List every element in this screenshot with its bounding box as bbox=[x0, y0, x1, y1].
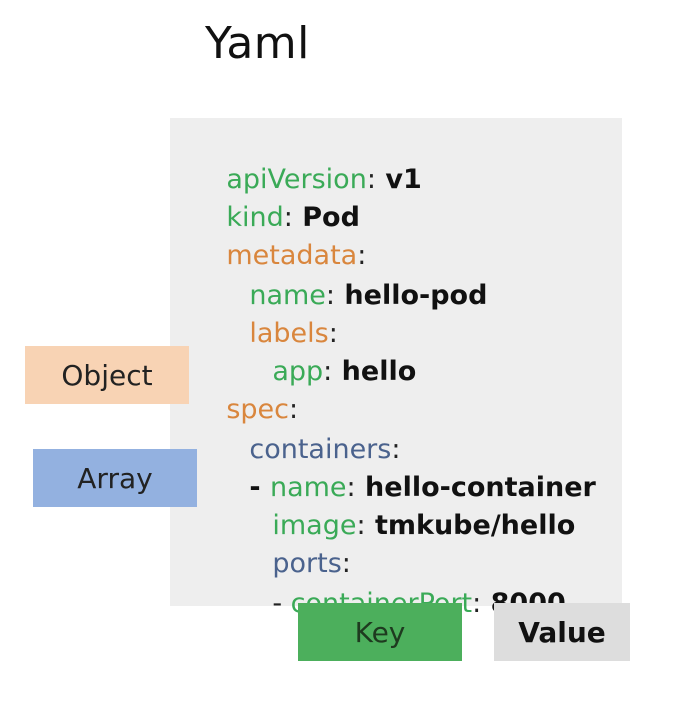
yaml-line-app: app: hello bbox=[238, 324, 416, 420]
yaml-value: v1 bbox=[375, 164, 422, 195]
yaml-colon: : bbox=[357, 240, 367, 271]
yaml-key: name bbox=[269, 472, 347, 503]
yaml-colon: : bbox=[391, 434, 401, 465]
yaml-colon: : bbox=[346, 472, 356, 503]
yaml-object-key: metadata bbox=[226, 240, 358, 271]
yaml-key: kind bbox=[226, 202, 284, 233]
yaml-line-kind: kind: Pod bbox=[192, 170, 360, 266]
yaml-value: tmkube/hello bbox=[365, 510, 576, 541]
yaml-value: hello-pod bbox=[335, 280, 488, 311]
yaml-value: Pod bbox=[292, 202, 360, 233]
legend-array: Array bbox=[33, 449, 197, 507]
yaml-key: app bbox=[272, 356, 324, 387]
yaml-colon: : bbox=[356, 510, 366, 541]
yaml-colon: : bbox=[323, 356, 333, 387]
legend-value: Value bbox=[494, 603, 630, 661]
yaml-object-key: spec bbox=[226, 394, 290, 425]
yaml-code-panel: apiVersion: v1 kind: Pod metadata: name:… bbox=[170, 118, 622, 619]
yaml-colon: : bbox=[325, 280, 336, 311]
yaml-colon: : bbox=[283, 202, 293, 233]
yaml-line-labels: labels: bbox=[215, 286, 338, 382]
yaml-array-key: containers bbox=[249, 434, 392, 465]
yaml-array-dash: - bbox=[272, 588, 291, 619]
yaml-colon: : bbox=[366, 164, 376, 195]
diagram-title: Yaml bbox=[205, 18, 310, 69]
yaml-key: apiVersion bbox=[226, 164, 367, 195]
legend-key: Key bbox=[298, 603, 462, 661]
legend-object: Object bbox=[25, 346, 189, 404]
yaml-object-key: labels bbox=[249, 318, 329, 349]
yaml-key: image bbox=[272, 510, 357, 541]
yaml-line-metadata-name: name: hello-pod bbox=[215, 248, 487, 344]
yaml-value: hello-container bbox=[355, 472, 596, 503]
yaml-line-metadata: metadata: bbox=[192, 208, 366, 304]
yaml-colon: : bbox=[341, 548, 351, 579]
yaml-array-key: ports bbox=[272, 548, 342, 579]
yaml-line-containers: containers: bbox=[215, 402, 400, 498]
yaml-array-dash: - bbox=[249, 472, 270, 503]
yaml-line-ports: ports: bbox=[238, 516, 351, 612]
yaml-colon: : bbox=[472, 588, 482, 619]
yaml-key: name bbox=[249, 280, 326, 311]
yaml-line-image: image: tmkube/hello bbox=[238, 478, 575, 574]
yaml-colon: : bbox=[289, 394, 299, 425]
yaml-line-container-name: - name: hello-container bbox=[215, 440, 596, 536]
yaml-line-apiversion: apiVersion: v1 bbox=[192, 132, 422, 228]
yaml-value: hello bbox=[332, 356, 417, 387]
yaml-colon: : bbox=[328, 318, 338, 349]
yaml-line-spec: spec: bbox=[192, 362, 298, 458]
